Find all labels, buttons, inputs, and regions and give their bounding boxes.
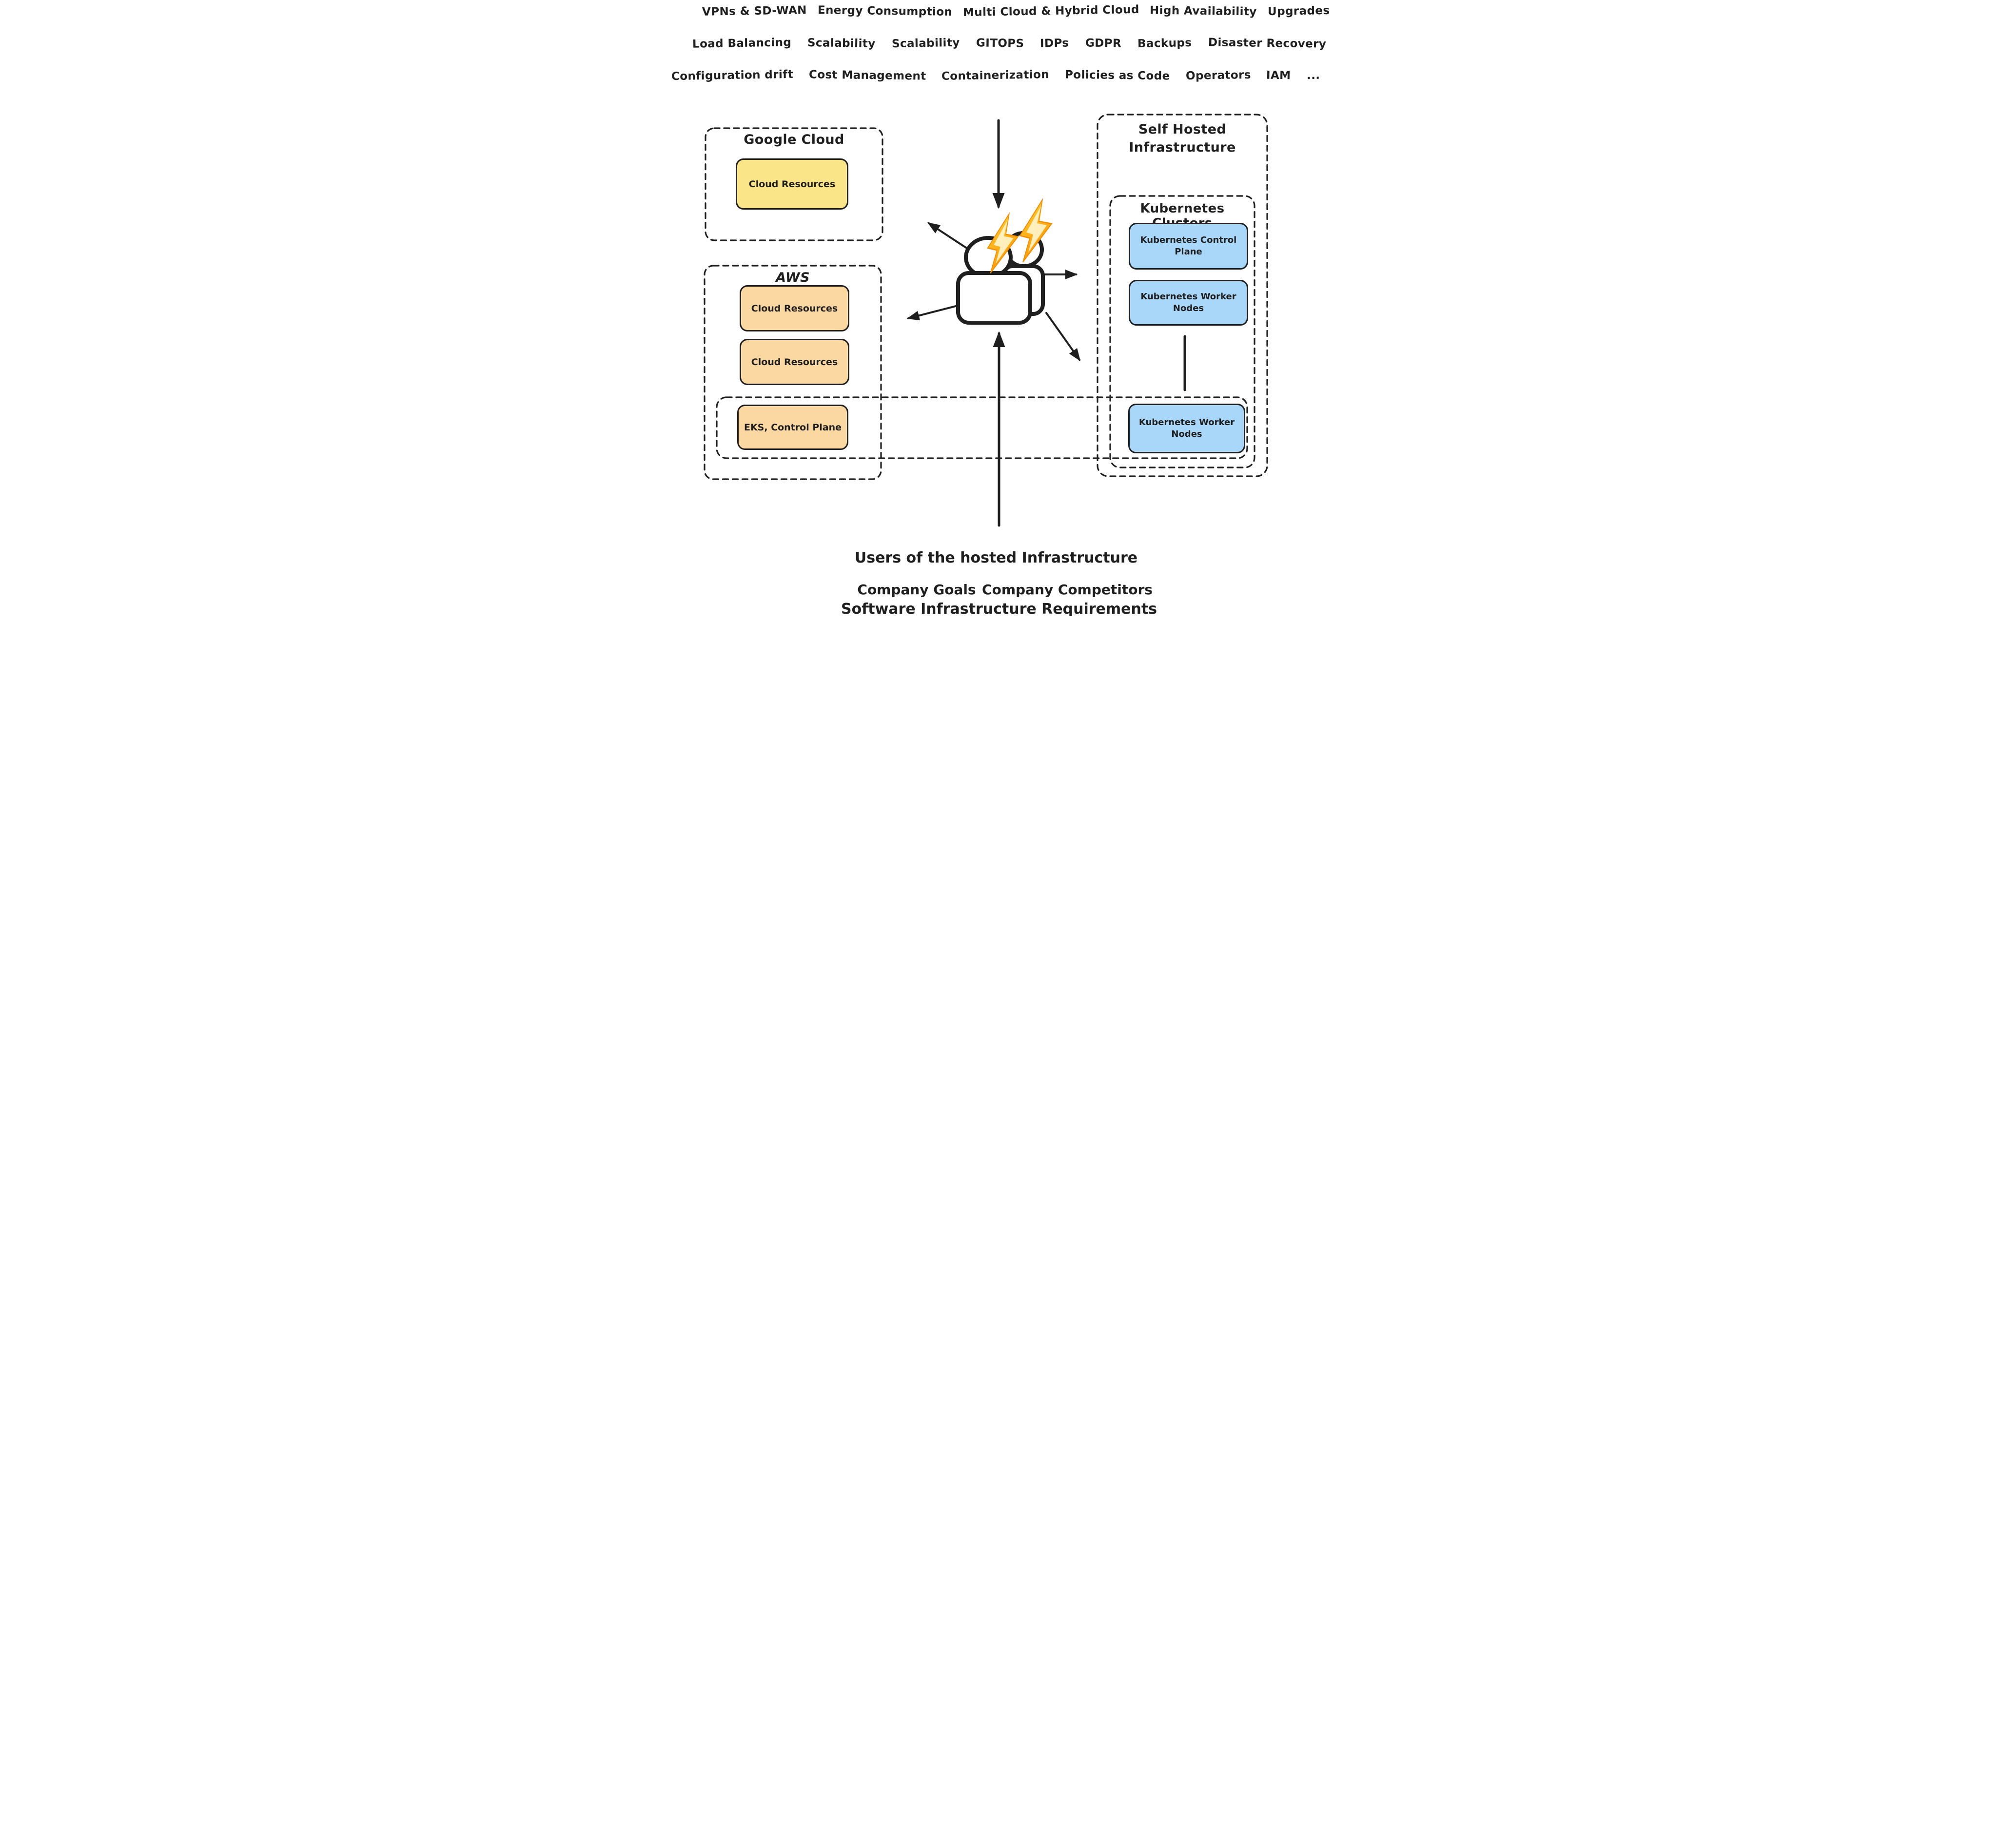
kubernetes-clusters-group-frame [1109,195,1255,468]
arrow-down-right [1045,312,1081,361]
topic: VPNs & SD-WAN [702,4,807,19]
topic: Containerization [941,68,1050,83]
topic: Scalability [891,36,960,51]
topic: Upgrades [1267,4,1330,19]
aws-group-frame [704,265,882,480]
topic: High Availability [1149,4,1257,19]
topic: Multi Cloud & Hybrid Cloud [962,3,1139,19]
self-hosted-group-frame [1097,114,1268,477]
aws-cloud-resources-node-1: Cloud Resources [740,285,849,331]
topic: Load Balancing [692,36,792,51]
topics-row-3: Configuration drift Cost Management Cont… [671,68,1320,83]
self-hosted-title-line1: Self Hosted [1138,122,1227,137]
diagram-drawing-layer [704,114,1268,527]
users-of-infrastructure-label: Users of the hosted Infrastructure [854,549,1138,566]
topic: Configuration drift [671,68,794,83]
topic: IDPs [1040,37,1070,50]
google-cloud-group-frame [705,127,883,241]
topic: Scalability [807,37,876,50]
topic: Energy Consumption [817,4,953,19]
topics-row-1: VPNs & SD-WAN Energy Consumption Multi C… [702,3,1330,19]
company-goals-label: Company Goals [857,582,976,598]
topic: Backups [1137,37,1192,50]
topic: Cost Management [808,68,926,83]
aws-cloud-resources-node-2: Cloud Resources [740,339,849,385]
self-hosted-title: Self Hosted Infrastructure [1098,120,1267,156]
company-competitors-label: Company Competitors [982,582,1153,598]
topic: ... [1306,69,1320,82]
lightning-icon [987,197,1053,274]
google-cloud-title: Google Cloud [744,132,844,147]
topic: IAM [1266,69,1291,82]
topic: GITOPS [976,37,1024,50]
topic: Disaster Recovery [1208,36,1327,51]
topic: GDPR [1085,37,1122,50]
topic: Policies as Code [1064,68,1170,83]
kubernetes-worker-nodes-external-node: Kubernetes Worker Nodes [1128,404,1245,453]
kubernetes-worker-nodes-node: Kubernetes Worker Nodes [1129,280,1248,326]
topics-row-2: Load Balancing Scalability Scalability G… [692,36,1327,51]
kubernetes-control-plane-node: Kubernetes Control Plane [1129,223,1248,270]
diagram-canvas: VPNs & SD-WAN Energy Consumption Multi C… [667,0,1333,616]
hybrid-span-frame [716,396,1248,459]
eks-control-plane-node: EKS, Control Plane [737,405,848,450]
topic: Operators [1185,68,1251,83]
software-requirements-label: Software Infrastructure Requirements [841,601,1157,616]
self-hosted-title-line2: Infrastructure [1129,140,1236,155]
aws-title: AWS [776,270,810,285]
google-cloud-resources-node: Cloud Resources [736,158,848,210]
